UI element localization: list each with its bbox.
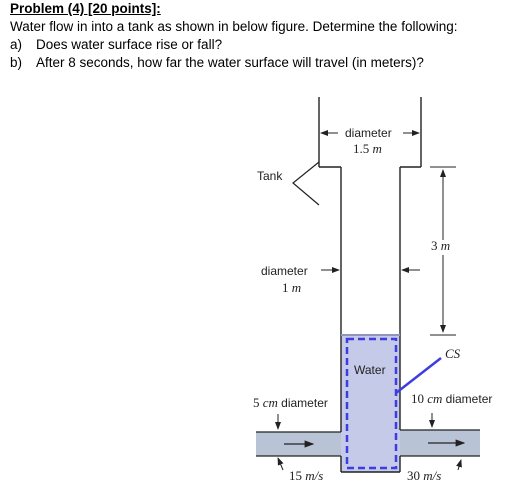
question-b: b) After 8 seconds, how far the water sur… [10, 54, 520, 72]
cs-label: CS [445, 346, 461, 361]
control-surface [345, 337, 398, 470]
height-value: 3 m [431, 238, 450, 253]
tank-label: Tank [257, 169, 283, 183]
cs-leader [395, 357, 442, 394]
right-velocity-label: 30 m/s [407, 468, 441, 483]
mid-diameter-value: 1 m [282, 280, 301, 295]
left-velocity-arrow [277, 457, 284, 471]
left-pipe-diameter-label: 5 cm diameter [253, 395, 328, 410]
question-b-text: After 8 seconds, how far the water surfa… [36, 55, 424, 70]
height-dimension [430, 166, 456, 336]
question-a: a) Does water surface rise or fall? [10, 36, 520, 54]
water-region [341, 335, 400, 472]
problem-statement: Water flow in into a tank as shown in be… [10, 19, 458, 34]
right-pipe-diameter-label: 10 cm diameter [411, 391, 492, 406]
top-diameter-value: 1.5 m [353, 141, 382, 156]
left-velocity-label: 15 m/s [289, 468, 323, 483]
question-a-letter: a) [10, 37, 23, 52]
tank-walls [318, 97, 422, 473]
right-velocity-arrow [456, 459, 462, 471]
problem-header: Problem (4) [20 points]: Water flow in i… [10, 0, 520, 72]
water-label: Water [354, 363, 386, 377]
mid-diameter-label: diameter [261, 264, 308, 278]
top-diameter-label: diameter [345, 126, 392, 140]
tank-pointer [292, 161, 320, 206]
problem-title: Problem (4) [20 points]: [10, 1, 161, 16]
question-b-letter: b) [10, 55, 23, 70]
question-a-text: Does water surface rise or fall? [36, 37, 223, 52]
